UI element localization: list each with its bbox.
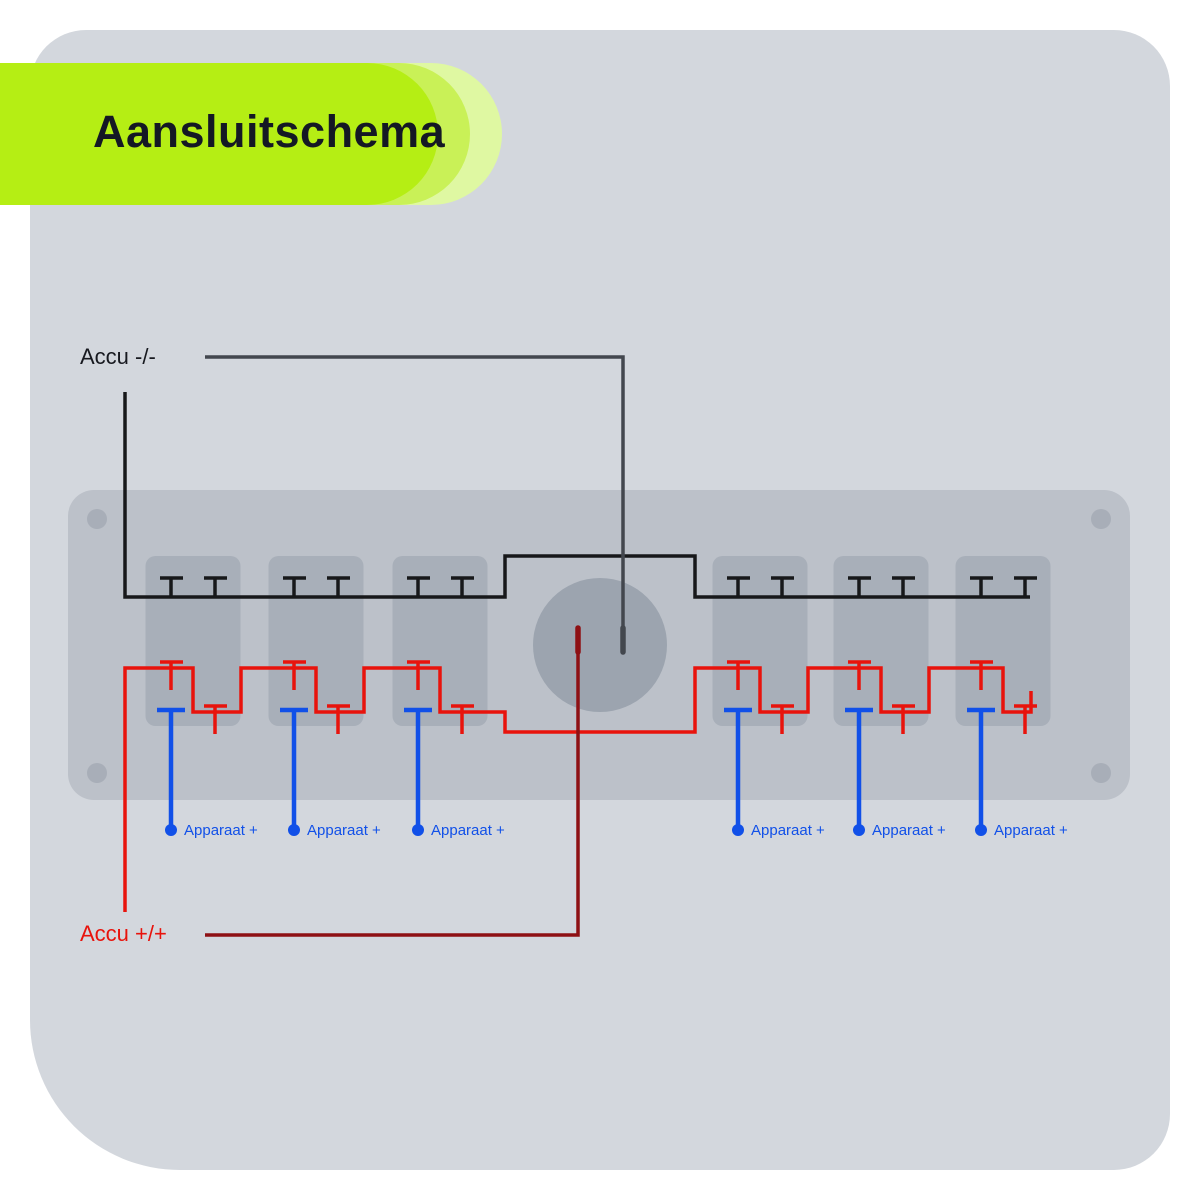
device-wire-terminal-4 — [732, 824, 744, 836]
positive-terminals — [160, 660, 1037, 734]
voltmeter-gauge — [533, 578, 667, 712]
device-positive-label-1: Apparaat + — [184, 822, 258, 839]
negative-bus-wire — [123, 392, 1030, 599]
device-positive-label-3: Apparaat + — [431, 822, 505, 839]
device-wire-terminal-1 — [165, 824, 177, 836]
device-wire-2 — [280, 707, 308, 830]
device-wire-4 — [724, 707, 752, 830]
device-wire-terminal-3 — [412, 824, 424, 836]
device-wire-terminal-6 — [975, 824, 987, 836]
battery-positive-label: Accu +/+ — [80, 921, 167, 946]
device-wires — [157, 707, 995, 836]
screw-hole-bottom-right — [1091, 763, 1111, 783]
positive-bus-wire — [123, 666, 1033, 912]
device-positive-label-5: Apparaat + — [872, 822, 946, 839]
negative-terminals — [160, 576, 1037, 597]
banner-main — [0, 63, 438, 205]
gauge-positive-wire — [205, 646, 580, 937]
device-wire-1 — [157, 707, 185, 830]
screw-hole-top-right — [1091, 509, 1111, 529]
device-wire-5 — [845, 707, 873, 830]
device-wire-3 — [404, 707, 432, 830]
battery-negative-label: Accu -/- — [80, 344, 156, 369]
screw-hole-top-left — [87, 509, 107, 529]
device-wire-terminal-5 — [853, 824, 865, 836]
device-positive-label-6: Apparaat + — [994, 822, 1068, 839]
gauge-negative-wire — [205, 355, 625, 632]
screw-hole-bottom-left — [87, 763, 107, 783]
title-banner: Aansluitschema — [0, 63, 510, 205]
page-title: Aansluitschema — [93, 105, 446, 157]
device-wire-6 — [967, 707, 995, 830]
device-positive-label-2: Apparaat + — [307, 822, 381, 839]
device-positive-label-4: Apparaat + — [751, 822, 825, 839]
device-wire-terminal-2 — [288, 824, 300, 836]
